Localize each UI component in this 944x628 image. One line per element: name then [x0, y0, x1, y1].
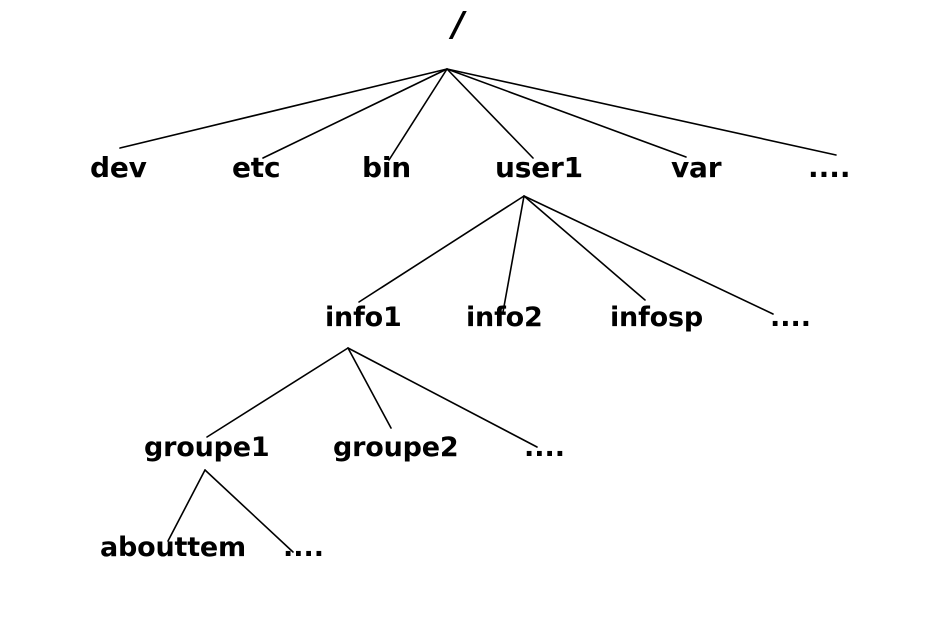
tree-node-root: / — [452, 5, 465, 45]
tree-node-abouttem: abouttem — [100, 532, 246, 563]
tree-edge-user1-to-infosp — [523, 195, 646, 301]
tree-node-ellipsis-level3: .... — [524, 432, 566, 463]
tree-edge-info1-to-groupe2 — [347, 347, 392, 429]
tree-edge-root-to-var — [446, 68, 687, 158]
tree-edge-groupe1-to-abouttem — [167, 469, 206, 542]
tree-node-bin: bin — [362, 151, 411, 184]
tree-edge-user1-to-info1 — [358, 195, 525, 303]
tree-node-etc: etc — [232, 151, 281, 184]
tree-node-infosp: infosp — [610, 302, 703, 333]
tree-edge-root-to-bin — [388, 68, 448, 161]
tree-node-ellipsis-level2: .... — [770, 302, 812, 333]
tree-edge-info1-to-groupe1 — [206, 347, 349, 438]
tree-node-ellipsis-level4: .... — [283, 532, 325, 563]
tree-node-groupe2: groupe2 — [333, 432, 459, 463]
tree-node-info2: info2 — [466, 302, 543, 333]
tree-edge-user1-to-info2 — [502, 195, 525, 313]
tree-node-dev: dev — [90, 151, 147, 184]
tree-edge-root-to-etc — [262, 68, 448, 159]
tree-edge-root-to-user1 — [446, 68, 534, 159]
tree-edge-user1-to-dots2 — [523, 195, 774, 315]
tree-node-var: var — [671, 151, 722, 184]
tree-edge-root-to-dev — [119, 68, 448, 149]
tree-node-user1: user1 — [495, 151, 583, 184]
tree-node-ellipsis-level1: .... — [808, 151, 851, 184]
tree-edge-root-to-dots1 — [446, 68, 837, 156]
tree-node-groupe1: groupe1 — [144, 432, 270, 463]
tree-node-info1: info1 — [325, 302, 402, 333]
